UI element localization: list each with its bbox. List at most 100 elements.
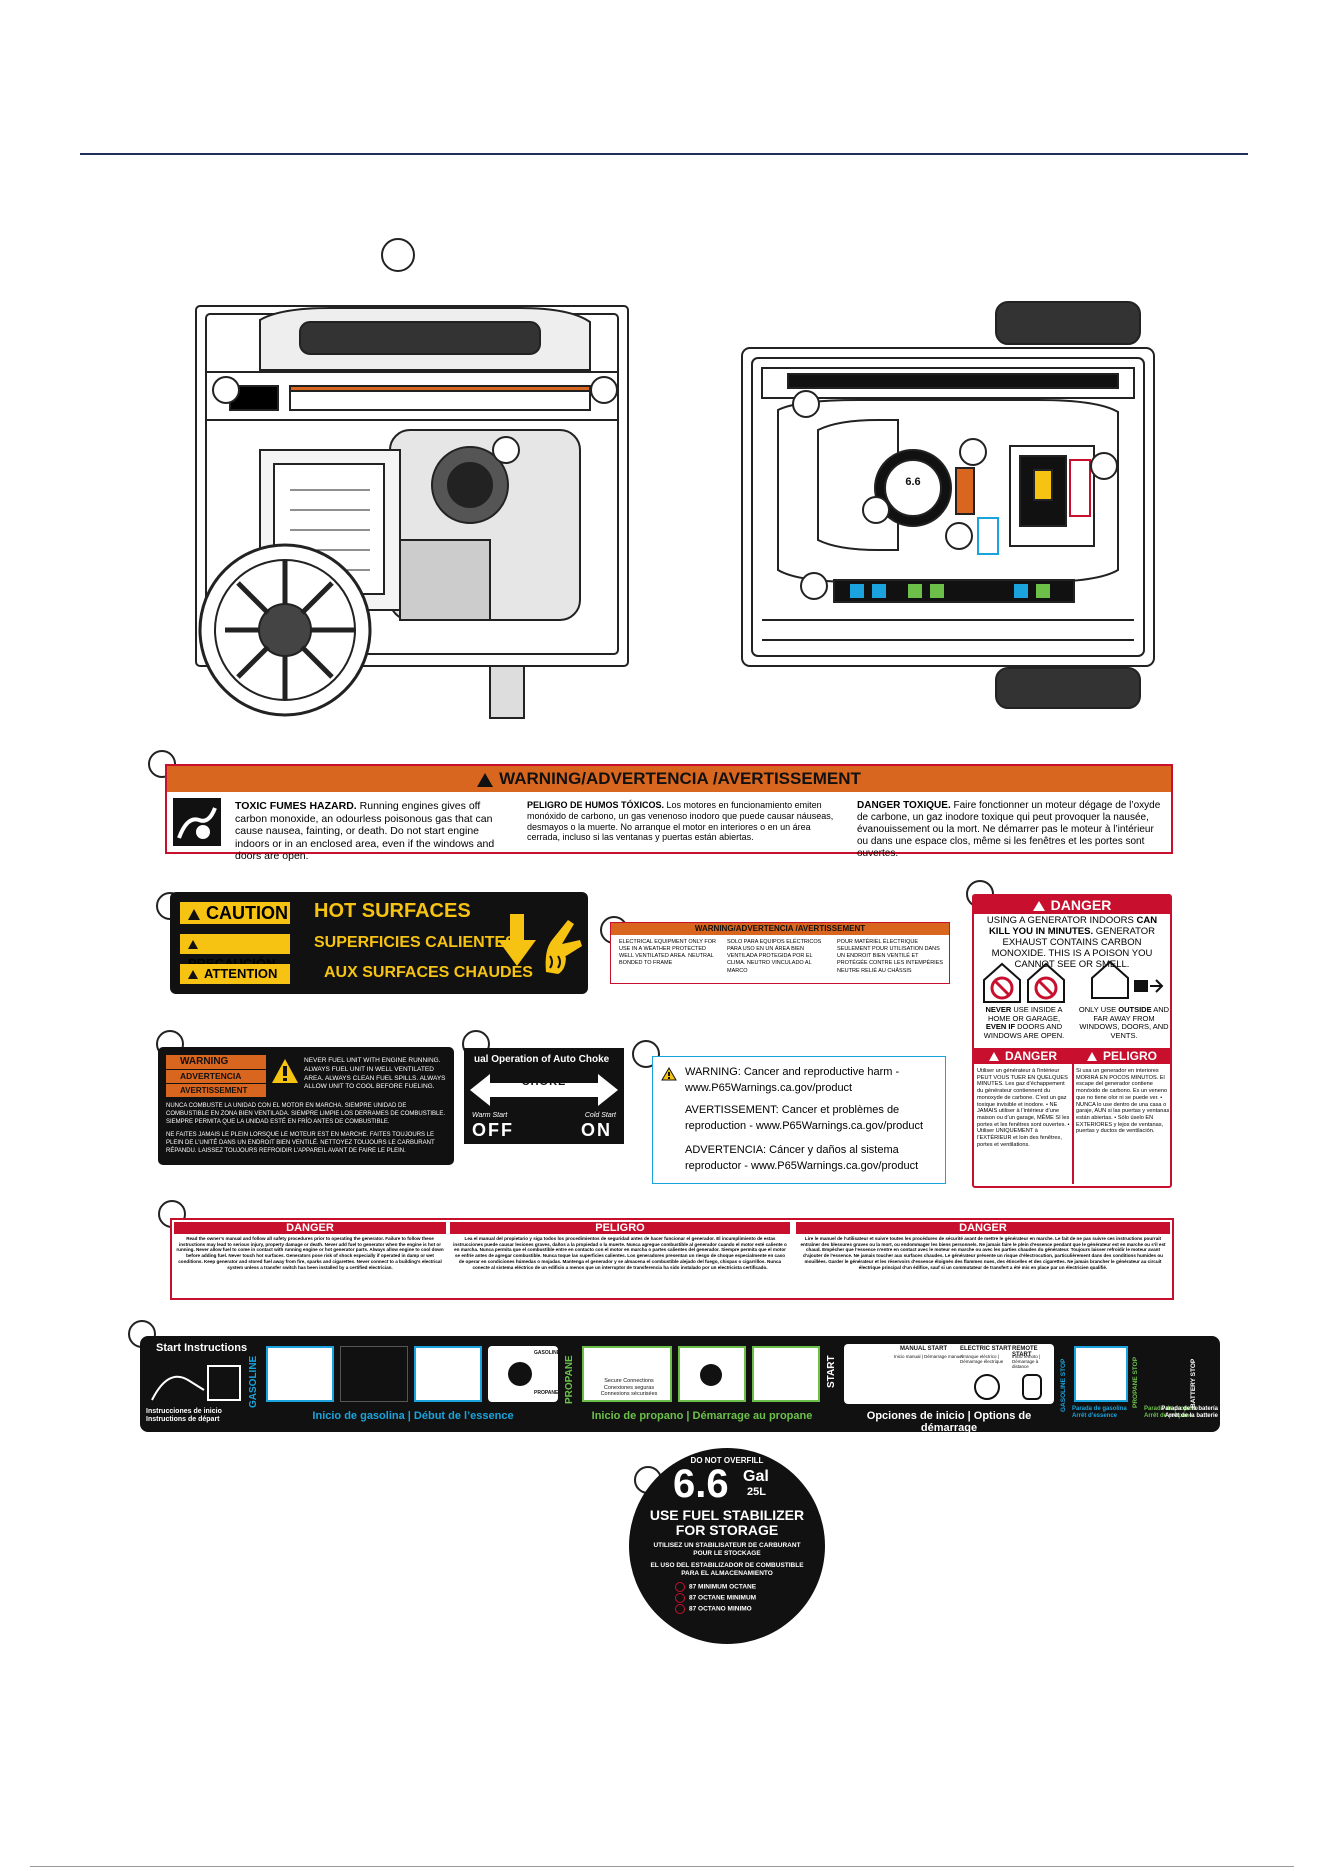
hot-badge-es: PRECAUCIÓN xyxy=(180,934,290,971)
callout-top xyxy=(381,238,415,272)
electrical-warning-label: WARNING/ADVERTENCIA /AVERTISSEMENT ELECT… xyxy=(610,922,950,984)
choke-arrow-icon xyxy=(470,1074,618,1106)
fuel-text-es: NUNCA COMBUSTE LA UNIDAD CON EL MOTOR EN… xyxy=(166,1103,446,1125)
prop-dial xyxy=(678,1346,746,1402)
generator-side-view xyxy=(195,305,629,719)
fuel-warning-label: WARNING ADVERTENCIA AVERTISSEMENT NEVER … xyxy=(158,1047,454,1165)
p65-warning-icon xyxy=(661,1067,677,1081)
cap-octane-list: 87 MINIMUM OCTANE 87 OCTANE MINIMUM 87 O… xyxy=(675,1582,756,1614)
start-instructions-label: Start Instructions Instrucciones de inic… xyxy=(140,1336,1220,1432)
gas-step-2 xyxy=(340,1346,408,1402)
choke-cold: Cold Start xyxy=(584,1112,616,1119)
generator-top-view xyxy=(741,301,1155,709)
co-only-text: ONLY USE OUTSIDE AND FAR AWAY FROM WINDO… xyxy=(1078,1005,1170,1040)
callout-top-p65 xyxy=(945,522,973,550)
fuel-text-fr: NE FAITES JAMAIS LE PLEIN LORSQUE LE MOT… xyxy=(166,1132,435,1154)
fuel-cap-label: DO NOT OVERFILL 6.6 Gal 25L USE FUEL STA… xyxy=(629,1448,825,1644)
fuel-badge-en: WARNING xyxy=(166,1055,266,1069)
gas-step-1 xyxy=(266,1346,334,1402)
cap-text-es: EL USO DEL ESTABILIZADOR DE COMBUSTIBLE … xyxy=(650,1562,804,1577)
manual-danger-label: DANGER PELIGRO DANGER Read the owner’s m… xyxy=(170,1218,1174,1300)
hot-badge-fr: ATTENTION xyxy=(180,964,290,984)
choke-title: ual Operation of Auto Choke xyxy=(474,1054,610,1065)
gas-dial: GASOLINE PROPANE xyxy=(488,1346,560,1402)
header-rule xyxy=(80,153,1248,155)
cap-liters: 25L xyxy=(747,1486,766,1498)
start-title: Start Instructions xyxy=(156,1342,248,1354)
prop-stop-spacer xyxy=(1146,1346,1150,1402)
manual-header-es: PELIGRO xyxy=(450,1222,790,1234)
co-danger-header: DANGER xyxy=(974,896,1170,914)
callout-top-fumes xyxy=(792,390,820,418)
gas-step-3 xyxy=(414,1346,482,1402)
callout-p65-label xyxy=(632,1040,660,1068)
gas-stop-vertical: GASOLINE STOP xyxy=(1060,1358,1067,1412)
hot-text-en: HOT SURFACES xyxy=(314,900,471,922)
manual-header-en: DANGER xyxy=(174,1222,446,1234)
prop-stop-vertical: PROPANE STOP xyxy=(1132,1356,1139,1408)
choke-label: ual Operation of Auto Choke CHOKE Warm S… xyxy=(464,1048,624,1144)
manual-header-fr: DANGER xyxy=(796,1222,1170,1234)
cap-text-fr: UTILISEZ UN STABILISATEUR DE CARBURANT P… xyxy=(653,1542,801,1557)
gas-stop-step xyxy=(1074,1346,1128,1402)
gas-caption: Inicio de gasolina | Début de l’essence xyxy=(312,1410,514,1422)
hot-hand-icon xyxy=(498,914,582,974)
choke-word: CHOKE xyxy=(521,1076,567,1088)
bat-stop-vertical: BATTERY STOP xyxy=(1190,1358,1197,1408)
cap-volume: 6.6 xyxy=(673,1462,729,1506)
elec-text-fr: POUR MATÉRIEL ÉLECTRIQUE SEULEMENT POUR … xyxy=(837,939,944,974)
prop-caption: Inicio de propano | Démarrage au propane xyxy=(591,1410,813,1422)
co-es-header: PELIGRO xyxy=(1074,1048,1170,1064)
co-danger-intro: USING A GENERATOR INDOORS CAN KILL YOU I… xyxy=(986,915,1158,970)
callout-top-choke xyxy=(959,438,987,466)
co-never-text: NEVER USE INSIDE A HOME OR GARAGE, EVEN … xyxy=(983,1005,1065,1040)
choke-on: ON xyxy=(581,1120,612,1140)
fumes-text-fr: DANGER TOXIQUE. Faire fonctionner un mot… xyxy=(857,800,1161,859)
fumes-warning-label: WARNING/ADVERTENCIA /AVERTISSEMENT TOXIC… xyxy=(165,764,1173,862)
start-vertical-label: START xyxy=(826,1355,837,1388)
fuel-warning-icon xyxy=(272,1059,298,1083)
callout-side-engine xyxy=(492,436,520,464)
prop-step-3 xyxy=(752,1346,820,1402)
callout-top-start xyxy=(800,572,828,600)
elec-text-en: ELECTRICAL EQUIPMENT ONLY FOR USE IN A W… xyxy=(619,939,716,967)
start-caption: Opciones de inicio | Options de démarrag… xyxy=(866,1410,1032,1432)
co-fr-text: Utiliser un générateur à l’intérieur PEU… xyxy=(977,1068,1070,1148)
cap-do-not-overfill: DO NOT OVERFILL xyxy=(690,1456,764,1465)
top-view-cap-number: 6.6 xyxy=(905,476,921,488)
start-options-panel: MANUAL START Inicio manual | Démarrage m… xyxy=(844,1344,1054,1404)
prop-vertical-label: PROPANE xyxy=(564,1355,575,1404)
outdoor-only-icon xyxy=(1091,960,1164,999)
co-es-text: Si usa un generador en interiores MORIRÁ… xyxy=(1076,1068,1170,1135)
cap-unit: Gal xyxy=(743,1468,769,1485)
co-danger-label: DANGER USING A GENERATOR INDOORS CAN KIL… xyxy=(972,894,1172,1188)
callout-side-fumes xyxy=(590,376,618,404)
fumes-text-es: PELIGRO DE HUMOS TÓXICOS. Los motores en… xyxy=(527,800,834,843)
fuel-badge-fr: AVERTISSEMENT xyxy=(166,1084,266,1097)
callout-top-cap xyxy=(862,496,890,524)
no-indoor-icon xyxy=(983,962,1065,1003)
manual-text-fr: Lire le manuel de l’utilisateur et suivr… xyxy=(800,1236,1166,1270)
fumes-hazard-icon xyxy=(173,798,221,846)
manual-text-es: Lea el manual del propietario y siga tod… xyxy=(453,1236,787,1270)
footer-rule xyxy=(30,1866,1294,1867)
elec-text-es: SOLO PARA EQUIPOS ELÉCTRICOS PARA USO EN… xyxy=(727,939,822,974)
p65-text-es: ADVERTENCIA: Cáncer y daños al sistema r… xyxy=(685,1144,919,1172)
hot-text-fr: AUX SURFACES CHAUDES xyxy=(324,964,533,981)
p65-text-fr: AVERTISSEMENT: Cancer et problèmes de re… xyxy=(685,1104,924,1132)
callout-side-hot xyxy=(212,376,240,404)
fuel-text-en: NEVER FUEL UNIT WITH ENGINE RUNNING. ALW… xyxy=(304,1057,446,1091)
p65-text-en: WARNING: Cancer and reproductive harm - … xyxy=(685,1066,900,1094)
manual-book-icon xyxy=(151,1365,241,1401)
fumes-header: WARNING/ADVERTENCIA /AVERTISSEMENT xyxy=(167,766,1171,792)
hot-surfaces-label: CAUTION HOT SURFACES PRECAUCIÓN SUPERFIC… xyxy=(170,892,588,994)
fumes-text-en: TOXIC FUMES HAZARD. Running engines give… xyxy=(235,800,495,863)
elec-header: WARNING/ADVERTENCIA /AVERTISSEMENT xyxy=(611,923,949,935)
gas-vertical-label: GASOLINE xyxy=(248,1355,259,1408)
choke-warm: Warm Start xyxy=(472,1112,508,1119)
